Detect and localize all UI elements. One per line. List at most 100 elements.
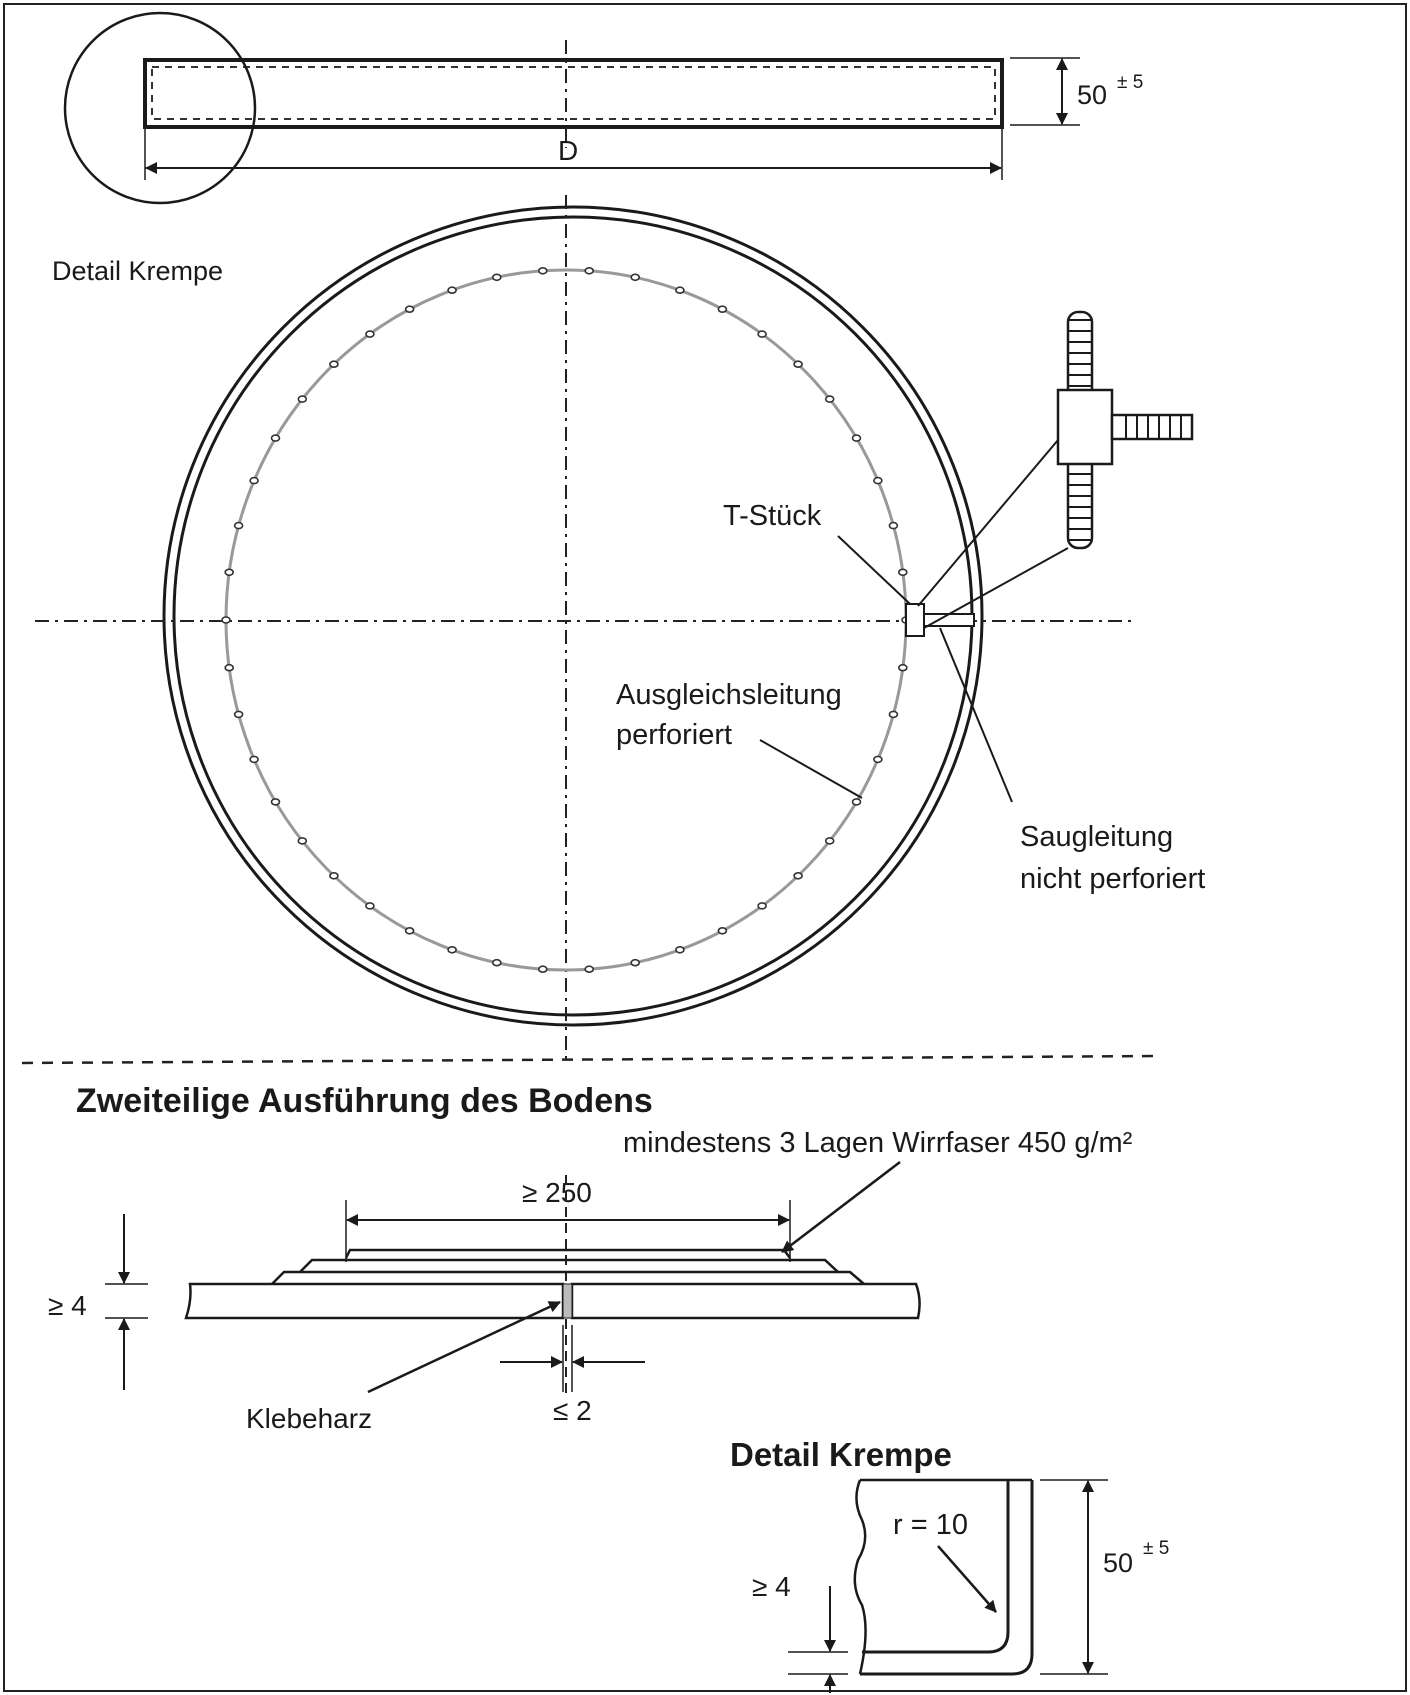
suction-line-label-2: nicht perforiert: [1020, 863, 1205, 895]
perforation-hole: [233, 521, 244, 530]
perforation-hole: [888, 710, 899, 719]
rim-detail-title: Detail Krempe: [730, 1436, 952, 1473]
height-tolerance: ± 5: [1117, 72, 1143, 93]
laminate-layer-top: [344, 1248, 791, 1259]
overlap-label: ≥ 250: [522, 1177, 592, 1208]
perforation-hole: [757, 330, 767, 338]
perforation-hole: [491, 273, 502, 282]
suction-line-label-1: Saugleitung: [1020, 821, 1173, 853]
adhesive-joint: [562, 1283, 573, 1319]
perforation-hole: [329, 871, 339, 880]
height-label: 50: [1077, 80, 1107, 110]
equalizing-line-label-2: perforiert: [616, 719, 732, 751]
laminate-layer-bottom: [271, 1270, 865, 1285]
perforation-hole: [675, 286, 685, 295]
suction-line-leader: [939, 627, 1013, 803]
perforation-holes: [221, 266, 911, 974]
layers-leader: [781, 1161, 901, 1253]
diameter-label: D: [558, 135, 578, 166]
thickness-label: ≥ 4: [48, 1290, 87, 1321]
tee-piece-detail: [1056, 310, 1194, 550]
rim-break-line: [853, 1479, 867, 1675]
perforation-hole: [537, 965, 548, 974]
tee-piece: [905, 603, 925, 637]
tee-label-leader: [837, 535, 911, 605]
perforation-hole: [717, 926, 728, 935]
two-part-title: Zweiteilige Ausführung des Bodens: [76, 1082, 653, 1120]
perforation-hole: [297, 837, 308, 845]
adhesive-label: Klebeharz: [246, 1403, 372, 1434]
perforation-hole: [491, 958, 502, 967]
floor-plate-right: [570, 1282, 921, 1320]
tee-detail-branch-ribs: [1125, 415, 1182, 439]
rim-profile-outer: [860, 1480, 1034, 1676]
perforation-hole: [873, 476, 883, 485]
perforation-hole: [270, 798, 281, 806]
perforation-hole: [221, 616, 231, 624]
layers-label: mindestens 3 Lagen Wirrfaser 450 g/m²: [623, 1127, 1133, 1159]
perforation-hole: [873, 755, 883, 764]
floor-inner-dashed: [151, 66, 996, 120]
perforation-hole: [297, 395, 308, 403]
tee-detail-ribs: [1068, 319, 1092, 541]
laminate-layer-middle: [299, 1258, 839, 1273]
tee-detail-connector-2: [923, 547, 1069, 629]
rim-thickness-label: ≥ 4: [752, 1571, 791, 1602]
perforation-hole: [897, 663, 908, 672]
perforation-hole: [757, 902, 767, 910]
perforation-hole: [717, 305, 728, 314]
perforation-hole: [233, 710, 244, 719]
perforation-hole: [630, 273, 641, 282]
equalizing-line-leader: [759, 739, 863, 799]
perforation-hole: [365, 902, 375, 910]
rim-height-label: 50: [1103, 1548, 1133, 1578]
perforation-hole: [249, 755, 259, 764]
perforation-hole: [404, 926, 415, 935]
perforation-hole: [851, 434, 862, 442]
perforation-hole: [584, 965, 595, 974]
perforation-hole: [851, 798, 862, 806]
perforation-hole: [630, 958, 641, 967]
page-frame: [3, 3, 1407, 1692]
perforation-hole: [447, 286, 457, 295]
perforation-hole: [249, 476, 259, 485]
perforation-hole: [447, 945, 457, 954]
rim-height-tolerance: ± 5: [1143, 1538, 1169, 1559]
perforation-hole: [270, 434, 281, 442]
gap-label: ≤ 2: [553, 1395, 592, 1426]
perforation-hole: [329, 360, 339, 369]
perforation-hole: [897, 568, 908, 577]
perforation-hole: [793, 360, 803, 369]
rim-detail: Detail Krempe r = 10 50 ± 5 ≥ 4: [730, 1436, 1169, 1693]
perforation-hole: [793, 871, 803, 880]
perforation-hole: [365, 330, 375, 338]
tee-detail-connector-1: [917, 439, 1059, 607]
floor-side-outline: [143, 58, 1004, 129]
side-view: D 50 ± 5 Detail Krempe: [52, 11, 1143, 286]
perforation-hole: [888, 521, 899, 530]
section-divider: [21, 1054, 1163, 1065]
two-part-section: Zweiteilige Ausführung des Bodens mindes…: [48, 1082, 1133, 1434]
rim-radius-leader: [937, 1545, 997, 1613]
perforation-hole: [224, 568, 234, 577]
rim-radius-label: r = 10: [893, 1509, 968, 1541]
perforation-hole: [584, 266, 595, 275]
perforation-hole: [404, 305, 415, 314]
equalizing-line-label-1: Ausgleichsleitung: [616, 679, 842, 711]
detail-krempe-label-top: Detail Krempe: [52, 256, 223, 286]
perforation-hole: [824, 395, 835, 403]
tee-detail-body: [1056, 388, 1114, 466]
perforation-hole: [675, 945, 685, 954]
floor-inner-circle: [172, 215, 974, 1017]
perforation-hole: [224, 663, 234, 672]
perforation-hole: [537, 266, 548, 275]
tee-label: T-Stück: [723, 500, 822, 532]
floor-plate-left: [184, 1282, 565, 1320]
floor-outer-circle: [162, 205, 984, 1027]
plan-view: T-Stück Ausgleichsleitung perforiert Sau…: [35, 195, 1205, 1060]
adhesive-leader: [367, 1300, 561, 1394]
rim-profile-inner: [862, 1480, 1010, 1654]
detail-circle: [63, 11, 257, 205]
perforation-hole: [824, 837, 835, 845]
